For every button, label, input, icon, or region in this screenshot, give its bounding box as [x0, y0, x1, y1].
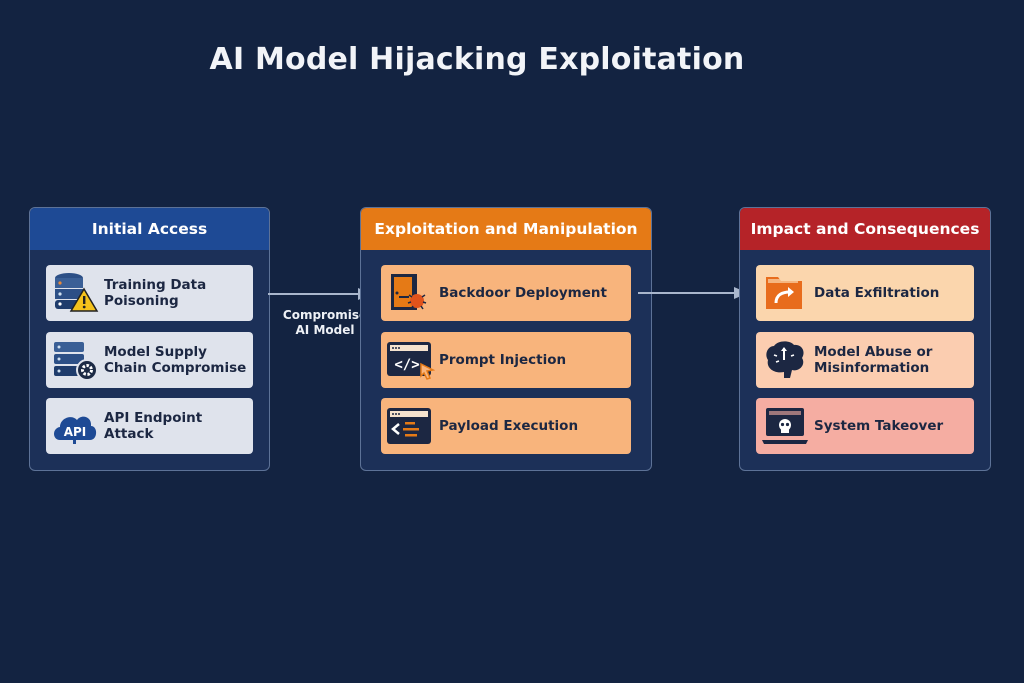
- item-model-supply-chain: Model Supply Chain Compromise: [46, 332, 253, 388]
- svg-text:</>: </>: [394, 357, 419, 373]
- item-payload-execution: Payload Execution: [381, 398, 631, 454]
- brain-icon: [756, 336, 814, 384]
- item-label: Model Supply Chain Compromise: [104, 344, 247, 376]
- stage-title: Initial Access: [30, 208, 269, 250]
- stage-title: Impact and Consequences: [740, 208, 990, 250]
- connector-label: Compromise AI Model: [280, 308, 370, 338]
- database-warning-icon: [46, 269, 104, 317]
- item-backdoor-deployment: Backdoor Deployment: [381, 265, 631, 321]
- monitor-skull-icon: [756, 402, 814, 450]
- item-label: System Takeover: [814, 418, 944, 434]
- item-prompt-injection: </> Prompt Injection: [381, 332, 631, 388]
- flow-arrow: [638, 287, 748, 299]
- item-label: Payload Execution: [439, 418, 579, 434]
- folder-export-icon: [756, 269, 814, 317]
- item-label: API Endpoint Attack: [104, 410, 203, 442]
- stage-title: Exploitation and Manipulation: [361, 208, 651, 250]
- flow-arrow: [268, 288, 372, 300]
- item-label: Model Abuse or Misinformation: [814, 344, 933, 376]
- stage-exploitation: Exploitation and Manipulation Backdoor D…: [360, 207, 652, 471]
- code-window-cursor-icon: </>: [381, 336, 439, 384]
- item-api-endpoint-attack: API API Endpoint Attack: [46, 398, 253, 454]
- server-gear-icon: [46, 336, 104, 384]
- svg-text:API: API: [64, 425, 87, 439]
- item-model-abuse: Model Abuse or Misinformation: [756, 332, 974, 388]
- item-label: Training Data Poisoning: [104, 277, 207, 309]
- page-title: AI Model Hijacking Exploitation: [209, 42, 745, 77]
- item-training-data-poisoning: Training Data Poisoning: [46, 265, 253, 321]
- item-data-exfiltration: Data Exfiltration: [756, 265, 974, 321]
- api-cloud-icon: API: [46, 402, 104, 450]
- item-label: Prompt Injection: [439, 352, 567, 368]
- item-system-takeover: System Takeover: [756, 398, 974, 454]
- item-label: Backdoor Deployment: [439, 285, 607, 301]
- item-label: Data Exfiltration: [814, 285, 940, 301]
- stage-initial-access: Initial Access Training Data Poisoning: [29, 207, 270, 471]
- terminal-payload-icon: [381, 402, 439, 450]
- door-bug-icon: [381, 269, 439, 317]
- stage-impact: Impact and Consequences Data Exfiltratio…: [739, 207, 991, 471]
